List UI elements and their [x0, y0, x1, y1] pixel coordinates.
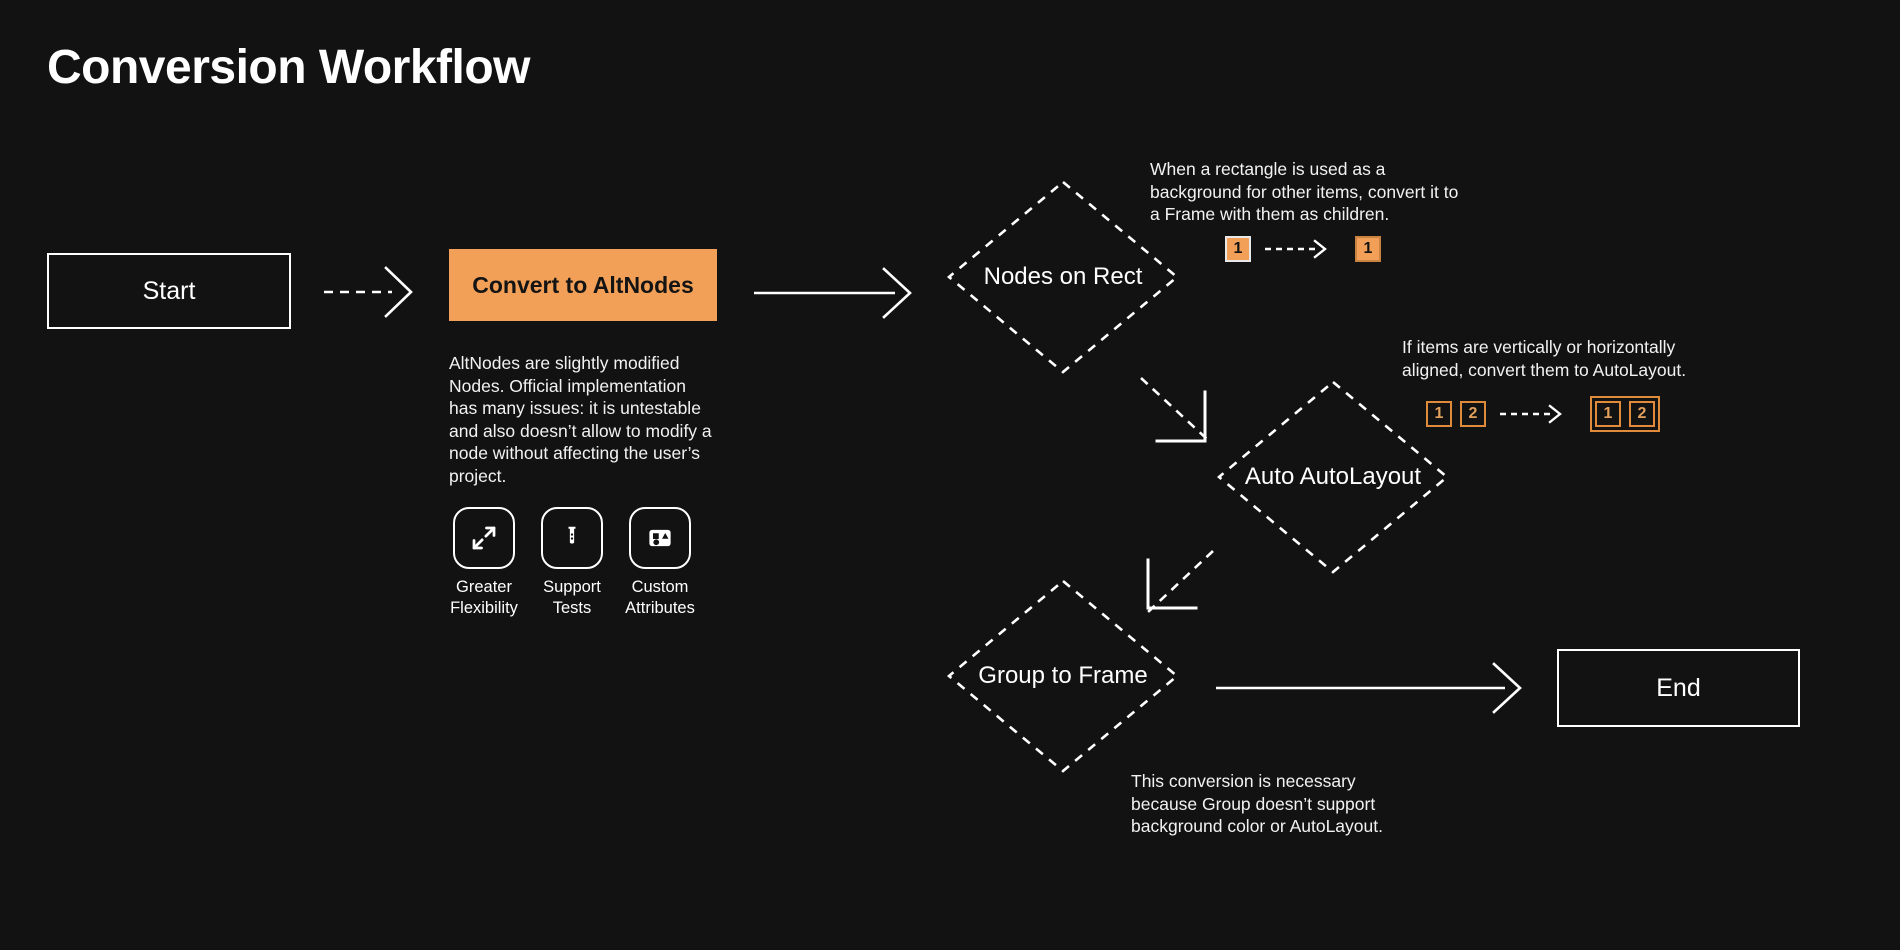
- node-end-label: End: [1656, 673, 1701, 702]
- badge-before-1: 1: [1225, 236, 1251, 262]
- node-nodes-on-rect-label: Nodes on Rect: [983, 263, 1143, 290]
- feature-label-line2: Flexibility: [450, 598, 518, 617]
- connector-nodesonrect-to-autoautolayout: [1140, 377, 1209, 443]
- expand-arrows-icon: [453, 507, 515, 569]
- autolayout-frame-outline: 1 2: [1590, 396, 1660, 432]
- feature-label-line2: Tests: [552, 598, 592, 617]
- badge-after-1: 1: [1595, 401, 1621, 427]
- node-auto-autolayout[interactable]: Auto AutoLayout: [1215, 378, 1451, 576]
- feature-custom-attributes[interactable]: Custom Attributes: [625, 507, 695, 618]
- feature-greater-flexibility[interactable]: Greater Flexibility: [450, 507, 518, 618]
- convert-description: AltNodes are slightly modified Nodes. Of…: [449, 353, 712, 486]
- feature-label: Support Tests: [543, 577, 601, 618]
- connector-grouptoframe-to-end: [1216, 662, 1522, 714]
- badge-row-align-to-autolayout: 1 2 1 2: [1426, 396, 1660, 432]
- node-end[interactable]: End: [1557, 649, 1800, 727]
- feature-label-line2: Attributes: [625, 598, 695, 617]
- test-tube-icon: [541, 507, 603, 569]
- connector-convert-to-nodesonrect: [754, 267, 912, 319]
- node-convert-label: Convert to AltNodes: [472, 271, 694, 298]
- shapes-panel-icon: [629, 507, 691, 569]
- node-start-label: Start: [142, 276, 196, 305]
- node-group-to-frame-label: Group to Frame: [978, 662, 1148, 689]
- badge-after-1: 1: [1355, 236, 1381, 262]
- feature-list: Greater Flexibility Support Tests: [450, 507, 695, 618]
- node-start[interactable]: Start: [47, 253, 291, 329]
- annotation-rect-to-frame: When a rectangle is used as a background…: [1150, 159, 1459, 225]
- diamond-outline: [1216, 380, 1450, 574]
- feature-label: Greater Flexibility: [450, 577, 518, 618]
- annotation-align-to-autolayout: If items are vertically or horizontally …: [1402, 337, 1687, 380]
- badge-row-rect-to-frame: 1 1: [1225, 236, 1381, 262]
- feature-support-tests[interactable]: Support Tests: [540, 507, 604, 618]
- feature-label-line1: Custom: [631, 578, 689, 596]
- diamond-outline: [946, 579, 1180, 773]
- badge-before-1: 1: [1426, 401, 1452, 427]
- feature-label: Custom Attributes: [625, 577, 695, 618]
- mini-arrow-icon: [1500, 404, 1562, 424]
- page-title: Conversion Workflow: [47, 41, 531, 94]
- connector-start-to-convert: [324, 266, 413, 318]
- annotation-group-note: This conversion is necessary because Gro…: [1131, 771, 1383, 837]
- node-convert-to-altnodes[interactable]: Convert to AltNodes: [449, 249, 717, 321]
- diamond-outline: [946, 180, 1180, 374]
- feature-label-line1: Greater: [456, 578, 512, 596]
- mini-arrow-icon: [1265, 239, 1327, 259]
- feature-label-line1: Support: [543, 578, 601, 596]
- badge-before-2: 2: [1460, 401, 1486, 427]
- node-nodes-on-rect[interactable]: Nodes on Rect: [945, 178, 1181, 376]
- node-auto-autolayout-label: Auto AutoLayout: [1244, 463, 1422, 490]
- node-group-to-frame[interactable]: Group to Frame: [945, 577, 1181, 775]
- badge-after-2: 2: [1629, 401, 1655, 427]
